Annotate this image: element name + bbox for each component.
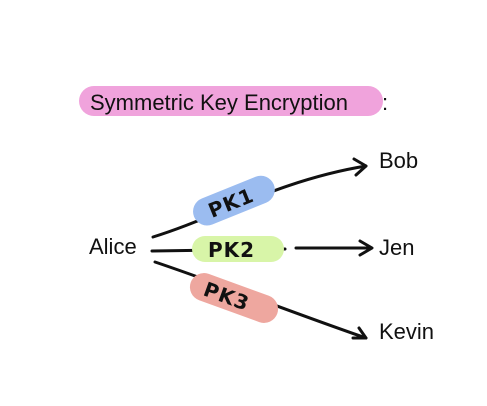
key-pk1-highlight xyxy=(193,175,275,226)
key-pk2-label: PK2 xyxy=(208,238,255,262)
recipient-kevin: Kevin xyxy=(379,319,434,344)
key-pk3-highlight xyxy=(189,273,279,323)
title-highlight xyxy=(79,86,383,116)
arrowhead-bob xyxy=(352,157,368,177)
diagram-title: Symmetric Key Encryption xyxy=(90,90,348,115)
title-group: Symmetric Key Encryption : xyxy=(79,86,388,116)
key-pk2-highlight xyxy=(192,236,284,262)
arrowhead-kevin xyxy=(351,326,368,340)
recipient-jen: Jen xyxy=(379,235,414,260)
sender-alice: Alice xyxy=(89,234,137,259)
recipient-bob: Bob xyxy=(379,148,418,173)
key-pk3: PK3 xyxy=(189,273,279,323)
key-pk2: PK2 xyxy=(192,236,284,262)
arrowhead-jen xyxy=(358,239,374,257)
title-colon: : xyxy=(382,90,388,115)
key-pk1: PK1 xyxy=(193,175,275,226)
